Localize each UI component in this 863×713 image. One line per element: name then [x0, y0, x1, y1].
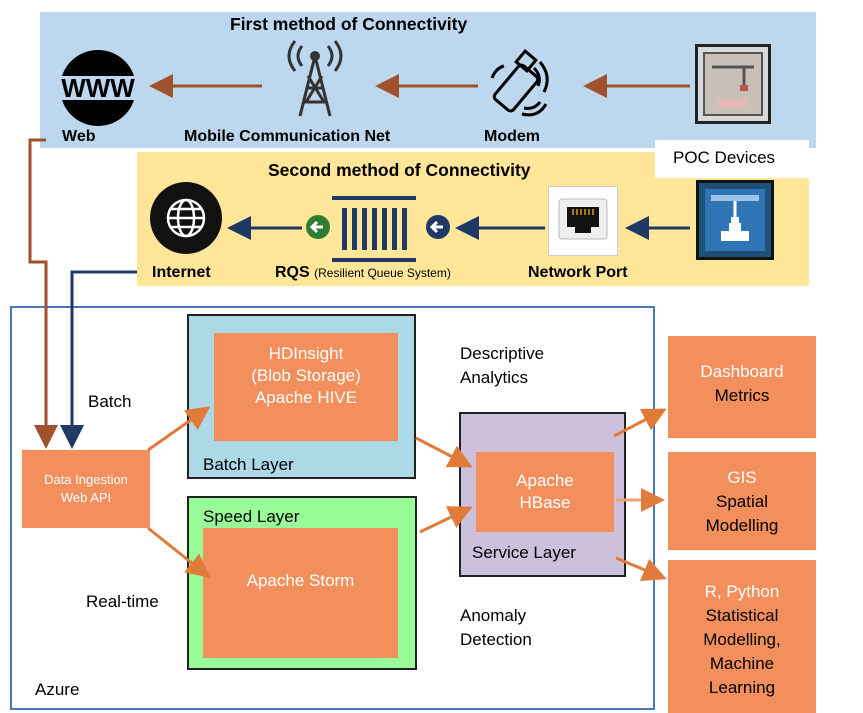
rqs-left-arrow-icon: [305, 214, 331, 240]
dashboard-line2: Metrics: [714, 386, 770, 405]
modem-label: Modem: [484, 128, 540, 145]
queue-icon: [332, 196, 416, 262]
www-icon: WWW: [53, 48, 143, 128]
service-layer-label: Service Layer: [472, 543, 576, 562]
apache-storm-box: Apache Storm: [203, 528, 398, 658]
azure-label: Azure: [35, 680, 80, 699]
poc-devices-label: POC Devices: [673, 148, 776, 167]
poc-devices-label-box: [655, 140, 809, 178]
anomaly-line1: Anomaly: [460, 606, 527, 625]
gis-line1: GIS: [727, 468, 757, 487]
antenna-tower-icon: [280, 38, 350, 118]
hdinsight-box: HDInsight (Blob Storage) Apache HIVE: [214, 333, 398, 441]
rqs-label: RQS (Resilient Queue System): [275, 264, 451, 282]
network-port-label: Network Port: [528, 264, 628, 281]
rqs-label-short: RQS: [275, 264, 310, 281]
batch-layer-label: Batch Layer: [203, 455, 294, 474]
internet-label: Internet: [152, 264, 211, 281]
hdi-line3: Apache HIVE: [254, 388, 358, 407]
dashboard-line1: Dashboard: [700, 362, 784, 381]
descriptive-analytics-label: Descriptive Analytics: [460, 342, 544, 390]
r-line4: Machine: [709, 654, 775, 673]
dashboard-box: Dashboard Metrics: [668, 336, 816, 438]
batch-label: Batch: [88, 392, 132, 411]
ethernet-port-icon: [548, 186, 618, 256]
anomaly-detection-label: Anomaly Detection: [460, 604, 532, 652]
descriptive-line1: Descriptive: [460, 344, 545, 363]
hdi-line1: HDInsight: [268, 344, 344, 363]
ingestion-line2: Web API: [60, 490, 112, 505]
second-method-title: Second method of Connectivity: [268, 160, 531, 180]
usb-modem-icon: [486, 48, 556, 118]
first-method-title: First method of Connectivity: [230, 14, 468, 34]
hdi-line2: (Blob Storage): [251, 366, 361, 385]
web-label: Web: [62, 128, 96, 145]
ingestion-line1: Data Ingestion: [44, 472, 128, 487]
r-line3: Modelling,: [703, 630, 781, 649]
r-line2: Statistical: [705, 606, 779, 625]
r-line5: Learning: [708, 678, 776, 697]
r-python-box: R, Python Statistical Modelling, Machine…: [668, 560, 816, 713]
storm-label: Apache Storm: [246, 571, 355, 590]
poc-device-1-icon: [695, 44, 771, 124]
r-line1: R, Python: [704, 582, 780, 601]
realtime-label: Real-time: [86, 592, 159, 611]
descriptive-line2: Analytics: [460, 368, 529, 387]
gis-box: GIS Spatial Modelling: [668, 452, 816, 550]
svg-text:WWW: WWW: [61, 73, 135, 103]
hbase-box: Apache HBase: [476, 452, 614, 532]
mobile-net-label: Mobile Communication Net: [184, 128, 391, 145]
gis-line3: Modelling: [705, 516, 779, 535]
speed-layer-label: Speed Layer: [203, 507, 300, 526]
globe-icon: [148, 180, 224, 256]
data-ingestion-box: Data Ingestion Web API: [22, 450, 150, 528]
poc-device-2-icon: [696, 180, 774, 260]
rqs-label-full: (Resilient Queue System): [314, 266, 451, 280]
hbase-line2: HBase: [519, 493, 571, 512]
anomaly-line2: Detection: [460, 630, 532, 649]
gis-line2: Spatial: [716, 492, 768, 511]
hbase-line1: Apache: [516, 471, 574, 490]
rqs-right-arrow-icon: [425, 214, 451, 240]
